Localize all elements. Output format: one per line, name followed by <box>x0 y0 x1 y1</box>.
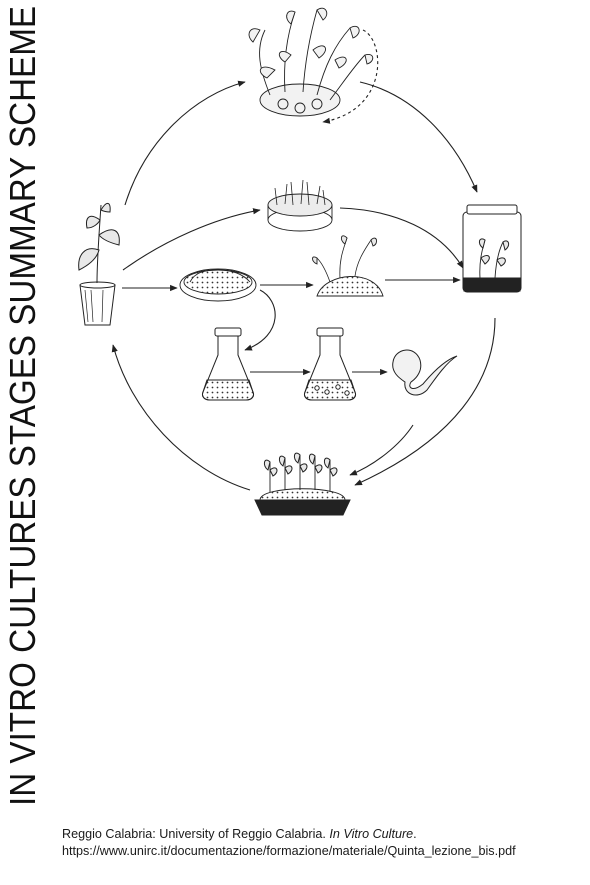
arrow-plant-to-petri <box>122 208 261 271</box>
arrow-callus-to-flask <box>244 289 276 351</box>
caption-prefix: Reggio Calabria: University of Reggio Ca… <box>62 827 326 841</box>
source-caption: Reggio Calabria: University of Reggio Ca… <box>62 826 562 860</box>
side-title-svg: IN VITRO CULTURES STAGES SUMMARY SCHEME <box>2 6 42 806</box>
culture-jar-icon <box>462 204 522 293</box>
cycle-arrows <box>111 29 496 491</box>
cycle-diagram-svg <box>78 7 522 516</box>
callus-icon <box>179 268 257 302</box>
acclimatization-tray-icon <box>254 452 351 516</box>
side-title: IN VITRO CULTURES STAGES SUMMARY SCHEME <box>2 0 42 810</box>
arrow-jar-to-tray <box>354 317 496 486</box>
cycle-diagram <box>55 0 535 545</box>
side-title-text: IN VITRO CULTURES STAGES SUMMARY SCHEME <box>2 6 42 806</box>
petri-dish-shoots-icon <box>267 179 333 232</box>
arrow-embryo-to-tray <box>349 424 414 476</box>
potted-plant-icon <box>78 203 120 326</box>
arrow-plant-to-shoots <box>124 80 246 206</box>
arrow-petri-to-jar <box>339 207 464 269</box>
flask-suspension-icon <box>202 327 254 401</box>
somatic-embryo-icon <box>392 349 458 396</box>
caption-suffix: . https://www.unirc.it/documentazione/fo… <box>62 827 516 858</box>
callus-regeneration-icon <box>312 235 384 297</box>
caption-italic-title: In Vitro Culture <box>329 827 414 841</box>
flask-embryos-icon <box>304 327 356 401</box>
arrow-shoots-to-jar <box>359 81 478 193</box>
arrow-subculture-loop <box>322 29 379 124</box>
arrow-tray-to-plant <box>111 344 251 491</box>
shoot-cluster-icon <box>248 7 374 117</box>
